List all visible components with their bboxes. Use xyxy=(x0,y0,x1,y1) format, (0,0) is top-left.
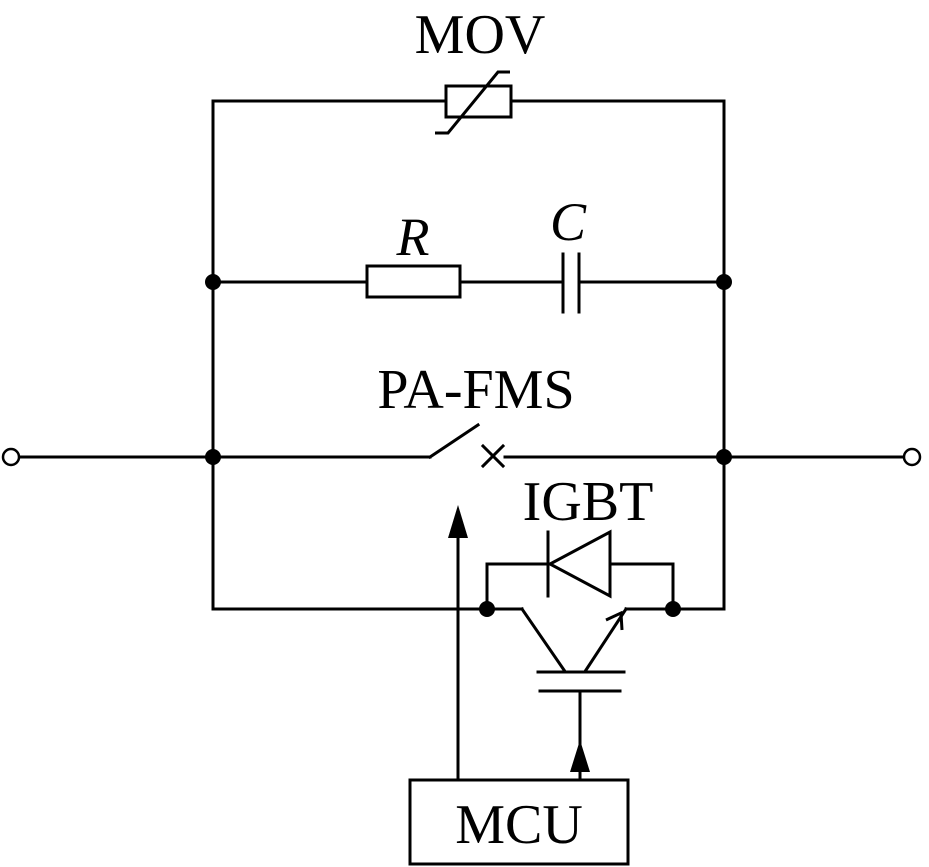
junction-dot xyxy=(205,274,221,290)
switch-blade xyxy=(427,422,481,460)
rc-branch xyxy=(211,252,726,314)
mov-label: MOV xyxy=(415,4,546,66)
mov-branch xyxy=(211,70,726,135)
junction-dot xyxy=(665,601,681,617)
mov-varistor-curve xyxy=(435,70,510,135)
igbt-emitter xyxy=(583,606,629,673)
right-terminal xyxy=(902,447,922,467)
switch-contact-x2 xyxy=(480,443,506,469)
switch-drive-arrow xyxy=(448,505,468,538)
resistor xyxy=(365,264,462,299)
igbt-emitter-arrow xyxy=(605,610,624,631)
pa-fms-switch xyxy=(427,422,506,469)
mov-varistor xyxy=(444,84,513,119)
junction-dot xyxy=(479,601,495,617)
junction-dot xyxy=(716,274,732,290)
mcu-label: MCU xyxy=(455,794,583,856)
igbt-label: IGBT xyxy=(523,471,654,533)
igbt-collector xyxy=(519,606,567,673)
diode-body xyxy=(546,529,612,599)
mcu-control xyxy=(408,505,630,866)
junction-dot xyxy=(205,449,221,465)
mcu-box xyxy=(408,778,630,866)
left-terminal xyxy=(1,447,21,467)
switch-label: PA-FMS xyxy=(377,359,574,421)
capacitor-label: C xyxy=(550,192,587,252)
gate-arrow xyxy=(570,740,590,772)
resistor-label: R xyxy=(396,207,430,267)
junction-dot xyxy=(716,449,732,465)
igbt-branch xyxy=(211,529,726,782)
